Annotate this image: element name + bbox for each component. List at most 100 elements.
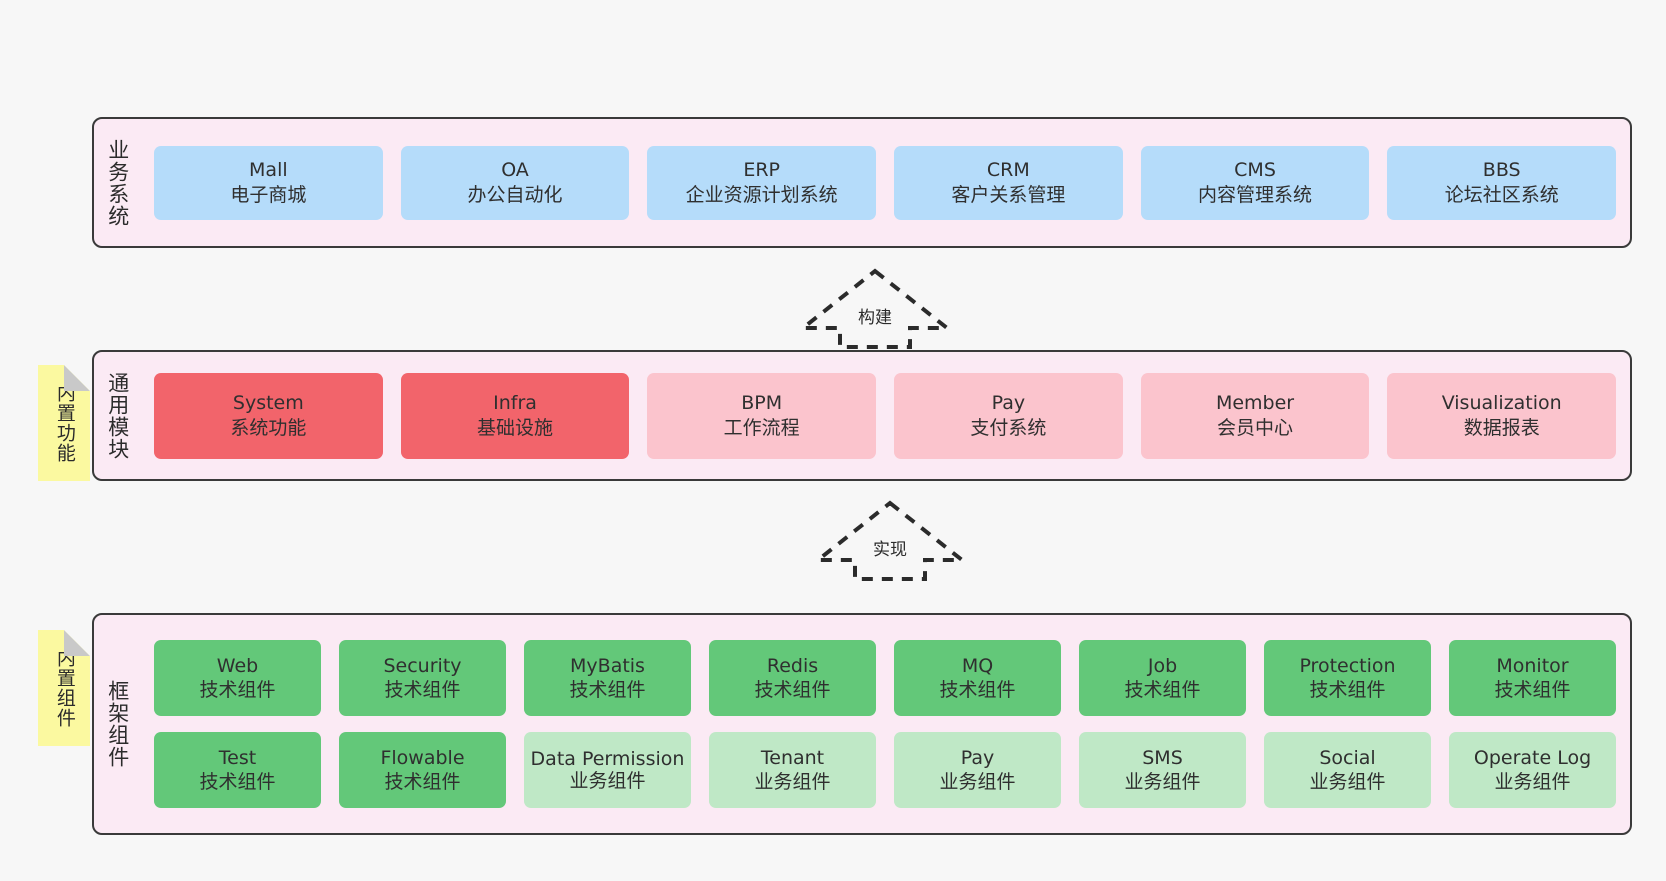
card-title-en: Protection — [1299, 654, 1396, 677]
layer-title-business-system: 业务系统 — [105, 138, 130, 227]
layer-body-business-system: Mall 电子商城 OA 办公自动化 ERP 企业资源计划系统 CRM 客户关系… — [140, 119, 1630, 246]
card-mq[interactable]: MQ 技术组件 — [894, 640, 1061, 716]
card-visualization[interactable]: Visualization 数据报表 — [1387, 372, 1617, 459]
card-security[interactable]: Security 技术组件 — [339, 640, 506, 716]
card-row: Mall 电子商城 OA 办公自动化 ERP 企业资源计划系统 CRM 客户关系… — [154, 145, 1617, 220]
card-title-cn: 业务组件 — [754, 771, 831, 793]
card-infra[interactable]: Infra 基础设施 — [400, 372, 630, 459]
note-label: 内置组件 — [53, 648, 76, 728]
card-crm[interactable]: CRM 客户关系管理 — [894, 145, 1123, 220]
card-tenant[interactable]: Tenant 业务组件 — [709, 732, 876, 808]
card-redis[interactable]: Redis 技术组件 — [709, 640, 876, 716]
card-title-cn: 电子商城 — [230, 183, 307, 206]
card-test[interactable]: Test 技术组件 — [154, 732, 321, 808]
card-title-cn: 数据报表 — [1463, 416, 1540, 439]
card-job[interactable]: Job 技术组件 — [1079, 640, 1246, 716]
card-title-en: OA — [501, 159, 529, 182]
layer-title-framework-component: 框架组件 — [105, 680, 130, 768]
card-title-en: Infra — [493, 392, 537, 415]
card-bbs[interactable]: BBS 论坛社区系统 — [1387, 145, 1617, 220]
note-fold-corner-icon — [64, 630, 90, 656]
arrow-implement-label: 实现 — [873, 540, 907, 560]
card-member[interactable]: Member 会员中心 — [1140, 372, 1370, 459]
card-title-cn: 业务组件 — [1494, 771, 1571, 793]
card-title-cn: 技术组件 — [754, 679, 831, 701]
card-monitor[interactable]: Monitor 技术组件 — [1449, 640, 1616, 716]
card-system[interactable]: System 系统功能 — [154, 372, 383, 459]
card-row: System 系统功能 Infra 基础设施 BPM 工作流程 Pay 支付系统… — [154, 372, 1617, 459]
card-title-cn: 会员中心 — [1217, 416, 1294, 439]
layer-body-framework-component: Web 技术组件 Security 技术组件 MyBatis 技术组件 Redi… — [140, 615, 1630, 833]
card-title-en: Monitor — [1496, 654, 1569, 677]
layer-framework-component: 框架组件 Web 技术组件 Security 技术组件 MyBatis 技术组件… — [92, 613, 1632, 835]
card-title-en: SMS — [1142, 746, 1183, 769]
card-data-permission[interactable]: Data Permission 业务组件 — [524, 732, 691, 808]
card-mall[interactable]: Mall 电子商城 — [154, 145, 383, 220]
card-pay-component[interactable]: Pay 业务组件 — [894, 732, 1061, 808]
card-title-en: Pay — [991, 392, 1026, 415]
card-title-en: Data Permission — [530, 747, 685, 770]
card-title-en: Visualization — [1441, 392, 1562, 415]
card-sms[interactable]: SMS 业务组件 — [1079, 732, 1246, 808]
card-title-cn: 技术组件 — [199, 771, 276, 793]
card-title-cn: 业务组件 — [1309, 771, 1386, 793]
card-title-en: Test — [218, 746, 257, 769]
card-title-cn: 业务组件 — [1124, 771, 1201, 793]
note-fold-corner-icon — [64, 365, 90, 391]
note-builtin-function: 内置功能 — [38, 365, 90, 481]
layer-body-common-module: System 系统功能 Infra 基础设施 BPM 工作流程 Pay 支付系统… — [140, 352, 1630, 479]
layer-business-system: 业务系统 Mall 电子商城 OA 办公自动化 ERP 企业资源计划系统 CRM… — [92, 117, 1632, 248]
card-row: Web 技术组件 Security 技术组件 MyBatis 技术组件 Redi… — [154, 640, 1616, 716]
card-social[interactable]: Social 业务组件 — [1264, 732, 1431, 808]
arrow-implement-shape — [812, 500, 968, 581]
card-oa[interactable]: OA 办公自动化 — [400, 145, 630, 220]
card-title-cn: 论坛社区系统 — [1444, 183, 1559, 206]
card-title-cn: 办公自动化 — [467, 183, 563, 206]
card-title-cn: 支付系统 — [970, 416, 1047, 439]
layer-common-module: 通用模块 System 系统功能 Infra 基础设施 BPM 工作流程 Pay… — [92, 350, 1632, 481]
card-title-cn: 企业资源计划系统 — [685, 183, 838, 206]
card-web[interactable]: Web 技术组件 — [154, 640, 321, 716]
card-title-en: Job — [1147, 654, 1178, 677]
card-title-cn: 技术组件 — [939, 679, 1016, 701]
layer-title-common-module: 通用模块 — [105, 371, 130, 460]
arrow-implement: 实现 — [812, 500, 968, 582]
card-title-cn: 工作流程 — [723, 416, 800, 439]
card-pay[interactable]: Pay 支付系统 — [894, 372, 1123, 459]
card-title-cn: 内容管理系统 — [1198, 183, 1313, 206]
arrow-build-label: 构建 — [858, 308, 892, 328]
card-title-en: BPM — [741, 392, 783, 415]
card-title-en: CMS — [1234, 159, 1276, 182]
card-title-en: Web — [216, 654, 259, 677]
card-title-cn: 系统功能 — [230, 416, 307, 439]
card-title-en: Pay — [960, 746, 995, 769]
card-title-en: Tenant — [760, 746, 825, 769]
card-title-cn: 技术组件 — [384, 679, 461, 701]
arrow-build-shape — [797, 268, 953, 349]
card-cms[interactable]: CMS 内容管理系统 — [1140, 145, 1370, 220]
arrow-build: 构建 — [797, 268, 953, 350]
card-erp[interactable]: ERP 企业资源计划系统 — [647, 145, 877, 220]
card-protection[interactable]: Protection 技术组件 — [1264, 640, 1431, 716]
card-title-en: Flowable — [380, 746, 465, 769]
card-title-en: System — [232, 392, 304, 415]
card-title-cn: 技术组件 — [569, 679, 646, 701]
card-title-cn: 技术组件 — [1124, 679, 1201, 701]
card-title-en: Social — [1319, 746, 1376, 769]
card-title-cn: 基础设施 — [477, 416, 554, 439]
card-flowable[interactable]: Flowable 技术组件 — [339, 732, 506, 808]
card-title-en: MyBatis — [570, 654, 645, 677]
card-operate-log[interactable]: Operate Log 业务组件 — [1449, 732, 1616, 808]
card-title-en: CRM — [986, 159, 1030, 182]
note-builtin-component: 内置组件 — [38, 630, 90, 746]
card-title-en: Redis — [766, 654, 819, 677]
card-title-en: Security — [383, 654, 462, 677]
card-title-en: ERP — [743, 159, 781, 182]
card-title-en: Operate Log — [1473, 746, 1592, 769]
card-title-cn: 技术组件 — [1494, 679, 1571, 701]
card-bpm[interactable]: BPM 工作流程 — [647, 372, 877, 459]
card-row: Test 技术组件 Flowable 技术组件 Data Permission … — [154, 732, 1616, 808]
card-mybatis[interactable]: MyBatis 技术组件 — [524, 640, 691, 716]
card-title-en: MQ — [961, 654, 994, 677]
